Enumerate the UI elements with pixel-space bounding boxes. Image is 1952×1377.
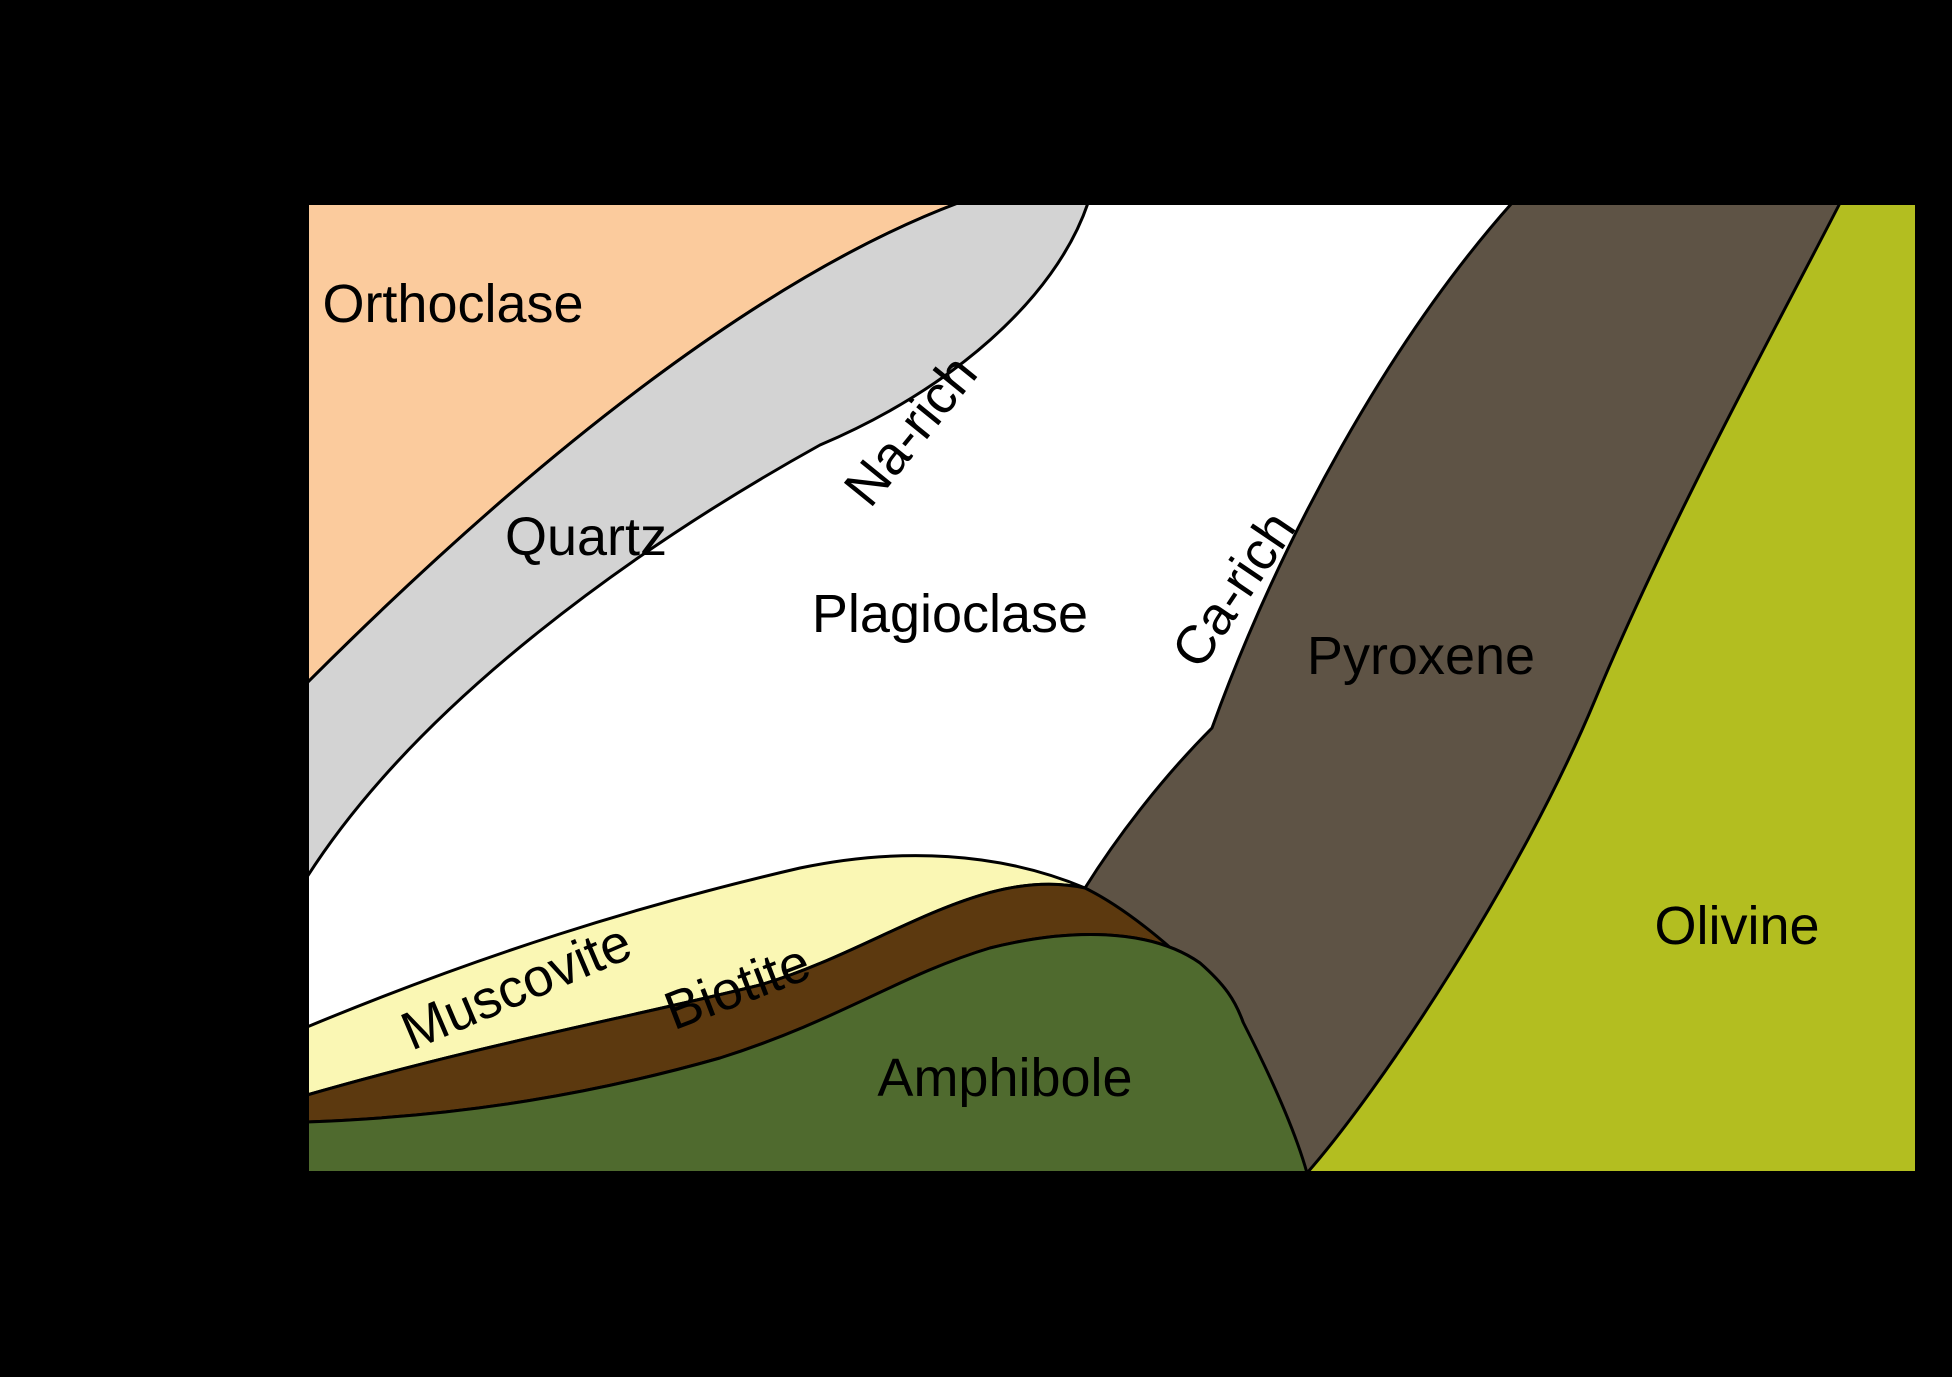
quartz-label: Quartz — [505, 507, 667, 567]
olivine-region — [1305, 201, 1919, 1175]
pyroxene-label: Pyroxene — [1307, 626, 1535, 686]
quartz-region — [305, 201, 1090, 879]
plot-border — [305, 201, 1919, 1175]
orthoclase-label: Orthoclase — [322, 274, 583, 334]
olivine-label: Olivine — [1654, 896, 1819, 956]
amphibole-label: Amphibole — [877, 1048, 1132, 1108]
plagioclase-label: Plagioclase — [812, 584, 1088, 644]
amphibole-region — [305, 933, 1309, 1175]
